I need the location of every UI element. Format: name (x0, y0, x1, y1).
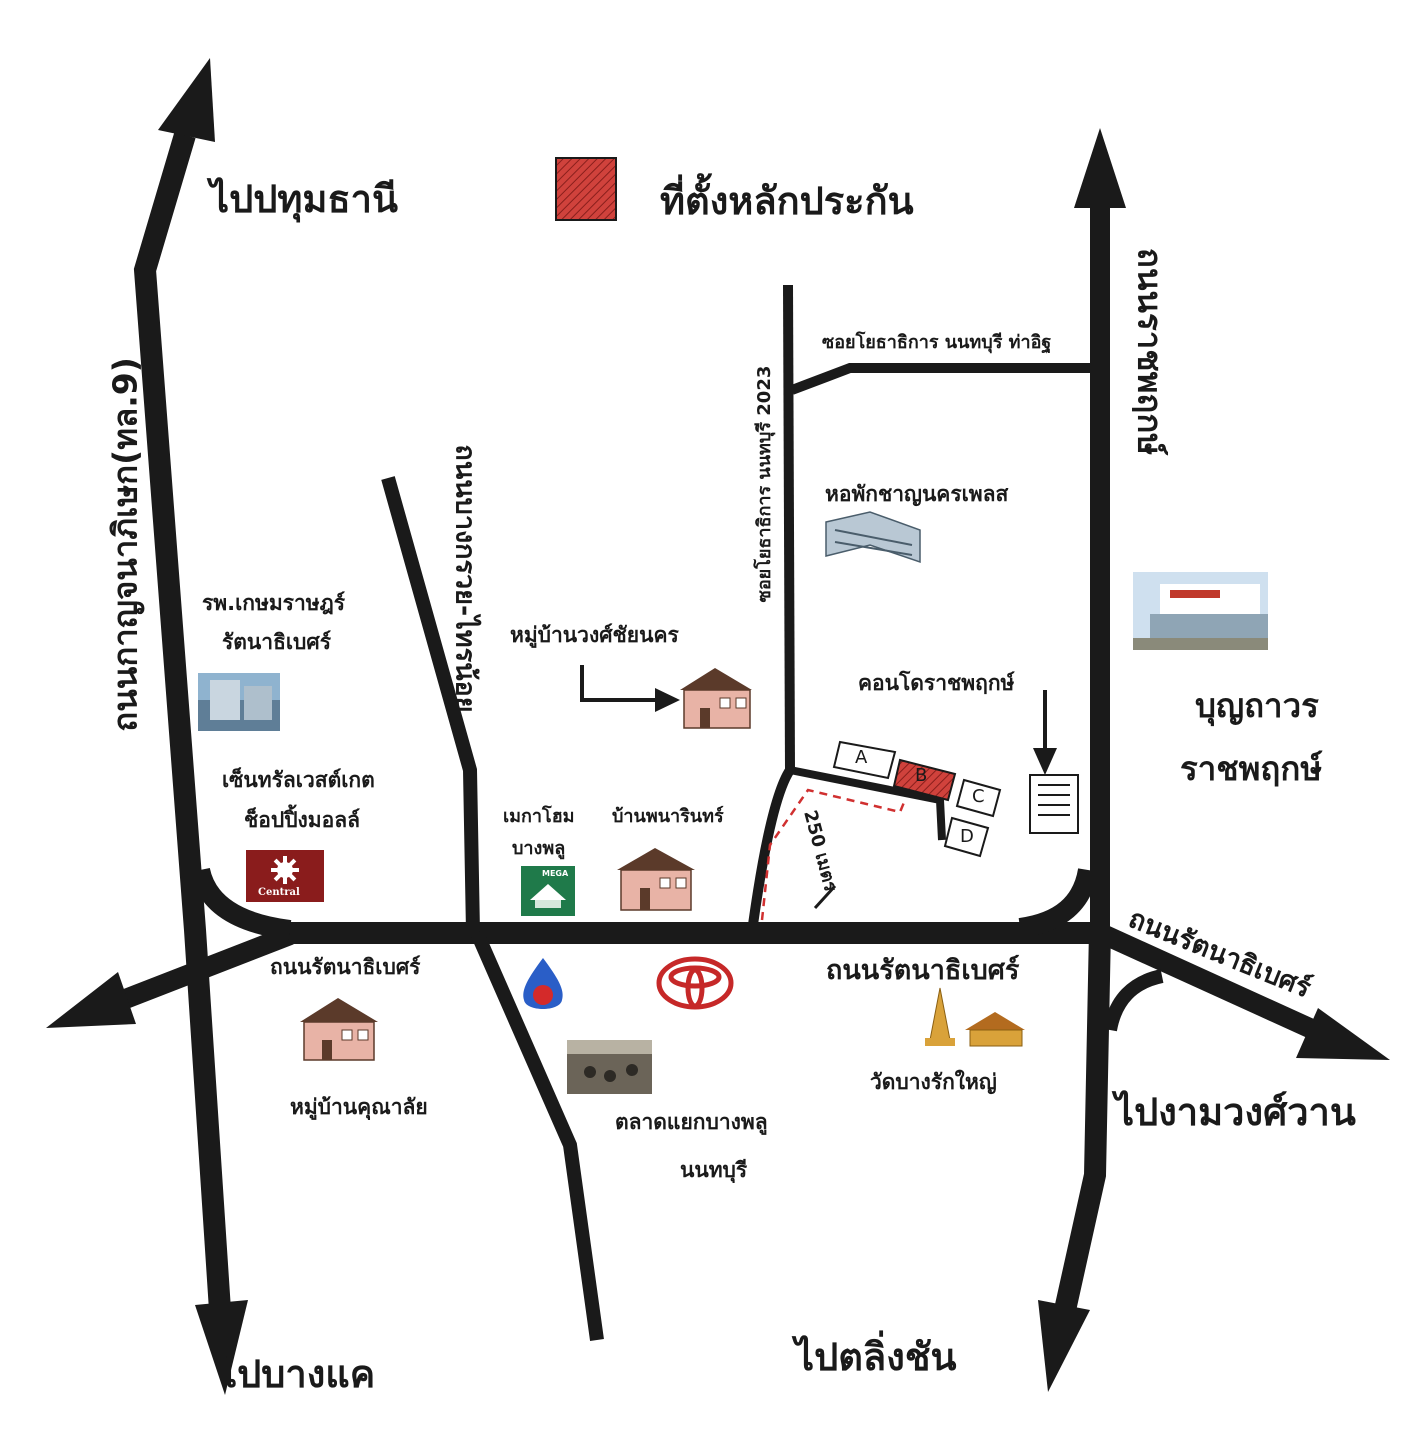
road-label-ratchaphruek-text: ถนนราชพฤกษ์ (1130, 247, 1170, 456)
road-label-kanchanaphisek-text: ถนนกาญจนาภิเษก(ทล.9) (105, 357, 145, 732)
ratchaphruek-road (1018, 128, 1126, 1392)
building-icon (1029, 774, 1079, 834)
direction-taling-chan: ไปตลิ่งชัน (795, 1335, 957, 1379)
direction-ngam-wong-wan: ไปงามวงศ์วาน (1115, 1090, 1356, 1134)
road-label-soi-2023-text: ซอยโยธาธิการ นนทบุรี 2023 (754, 365, 775, 603)
photo-icon (1133, 572, 1268, 650)
pagoda-icon (925, 987, 1025, 1047)
megahome-logo-icon (521, 866, 575, 916)
building-icon (825, 511, 921, 564)
plot-d (943, 816, 990, 858)
plot-a (832, 740, 897, 780)
toyota-logo-icon (656, 956, 734, 1010)
road-label-rattanathibet-mid: ถนนรัตนาธิเบศร์ (826, 955, 1020, 986)
central-label-line1: เซ็นทรัลเวสต์เกต (222, 768, 375, 792)
central-logo-text: Central (258, 887, 300, 898)
distance-path (760, 788, 907, 921)
road-label-kanchanaphisek: ถนนกาญจนาภิเษก(ทล.9) (105, 330, 145, 760)
rattanathibet-east-road (1100, 925, 1390, 1060)
megahome-logo-text: MEGA (542, 869, 569, 878)
boonthavorn-label-line2: ราชพฤกษ์ (1180, 749, 1323, 788)
direction-bang-khae: ไปบางแค (218, 1352, 376, 1396)
condo-pointer-arrow (1033, 690, 1057, 775)
hospital-label-line1: รพ.เกษมราษฎร์ (202, 591, 345, 615)
road-label-rattanathibet-left: ถนนรัตนาธิเบศร์ (270, 955, 421, 979)
road-label-bang-kruai-sai-noi: ถนนบางกรวย-ไทรน้อย (449, 429, 481, 729)
collateral-legend-swatch (555, 157, 617, 221)
dormitory-label: หอพักชาญนครเพลส (825, 482, 1009, 506)
house-icon (617, 848, 695, 911)
plot-c-label: C (972, 786, 985, 807)
house-icon (680, 668, 752, 729)
plot-b-label: B (915, 765, 928, 786)
market-label-line2: นนทบุรี (680, 1158, 748, 1182)
plot-a-label: A (855, 747, 868, 768)
bang-kruai-sai-noi-road (381, 476, 604, 1341)
legend-collateral-label: ที่ตั้งหลักประกัน (660, 179, 914, 223)
pointer-line (813, 884, 837, 910)
photo-icon (567, 1040, 652, 1094)
road-label-ratchaphruek: ถนนราชพฤกษ์ (1130, 207, 1170, 497)
plot-b (892, 758, 957, 802)
rattanathibet-west-road (46, 925, 294, 1028)
megahome-label-line2: บางพลู (512, 838, 566, 859)
hospital-label-line2: รัตนาธิเบศร์ (222, 630, 331, 654)
village-pointer-arrow (580, 665, 680, 712)
hospital-photo (198, 673, 280, 731)
road-label-bang-kruai-sai-noi-text: ถนนบางกรวย-ไทรน้อย (449, 444, 481, 713)
temple-label: วัดบางรักใหญ่ (870, 1070, 997, 1094)
condo-label: คอนโดราชพฤกษ์ (858, 671, 1015, 695)
plot-c (955, 778, 1002, 818)
soi-tha-it-road (790, 363, 1092, 395)
kanchanaphisek-road (133, 58, 292, 1395)
market-label-line1: ตลาดแยกบางพลู (615, 1110, 768, 1134)
soi-2023-road (747, 284, 795, 933)
house-icon (300, 998, 378, 1061)
direction-pathum-thani: ไปปทุมธานี (210, 177, 398, 221)
megahome-label-line1: เมกาโฮม (503, 806, 575, 827)
central-label-line2: ช็อปปิ้งมอลล์ (244, 808, 360, 832)
plot-access-road (789, 766, 946, 841)
wongchai-village-label: หมู่บ้านวงศ์ชัยนคร (510, 623, 679, 647)
road-label-soi-tha-it: ซอยโยธาธิการ นนทบุรี ท่าอิฐ (822, 332, 1052, 353)
panarin-village-label: บ้านพนารินทร์ (612, 806, 724, 827)
khunalai-village-label: หมู่บ้านคุณาลัย (290, 1095, 428, 1119)
plot-d-label: D (960, 826, 974, 847)
road-label-soi-2023: ซอยโยธาธิการ นนทบุรี 2023 (754, 344, 775, 624)
central-logo-icon (246, 850, 324, 902)
ptt-logo-icon (523, 958, 563, 1009)
boonthavorn-label-line1: บุญถาวร (1195, 686, 1319, 725)
